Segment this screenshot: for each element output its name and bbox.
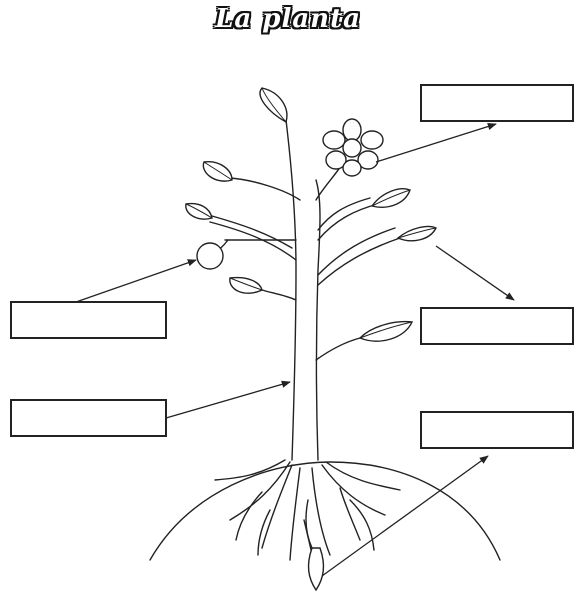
label-arrows	[75, 123, 515, 577]
roots	[214, 459, 401, 586]
main-stem	[285, 119, 297, 461]
flower	[322, 118, 384, 177]
label-box-flower[interactable]	[420, 84, 574, 122]
ground-line	[149, 461, 501, 561]
worksheet-title: La planta	[215, 4, 361, 34]
label-box-leaf[interactable]	[420, 307, 574, 345]
fruit	[196, 242, 224, 270]
branches	[209, 157, 401, 361]
label-box-fruit[interactable]	[10, 301, 167, 339]
label-box-stem[interactable]	[10, 399, 167, 437]
root-tip	[307, 547, 325, 592]
label-box-root[interactable]	[420, 411, 574, 449]
leaves	[185, 87, 437, 342]
